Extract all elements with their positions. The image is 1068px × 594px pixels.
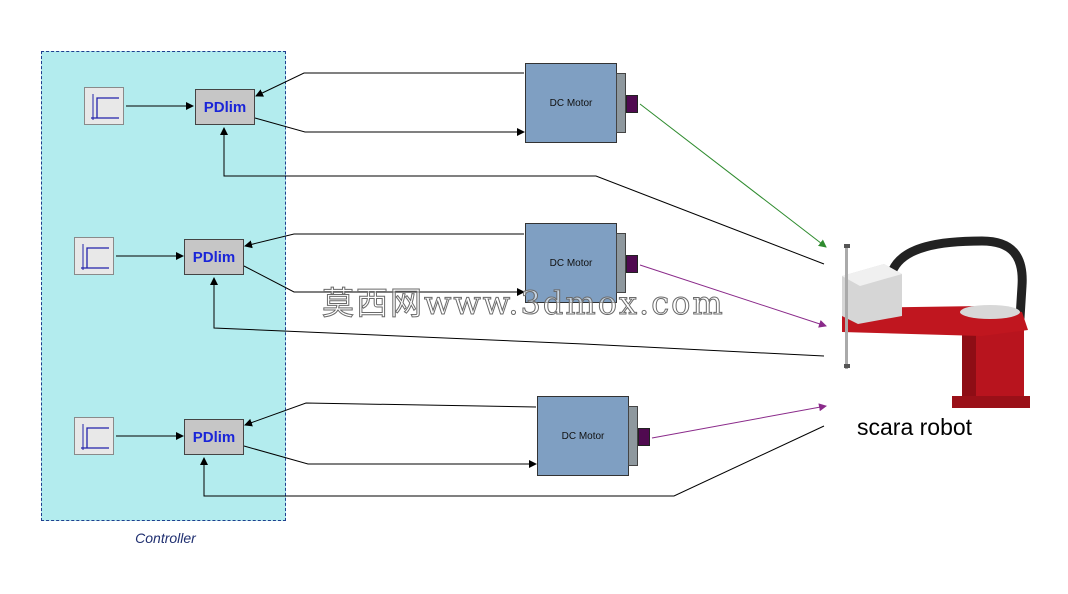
wire-robot-pd2 — [210, 277, 825, 357]
step-source-icon[interactable] — [74, 417, 114, 455]
wire-motor2-pd2 — [244, 233, 524, 249]
pdlim-block-3[interactable]: PDlim — [184, 419, 244, 455]
step-waveform-icon — [91, 94, 119, 120]
motor-flange — [616, 233, 626, 293]
scara-robot-icon[interactable] — [832, 236, 1032, 416]
motor-shaft — [626, 95, 638, 113]
wire-pd3-motor3 — [243, 445, 537, 468]
motor-body: DC Motor — [525, 223, 617, 303]
wire-robot-pd3 — [200, 425, 825, 497]
wire-motor3-pd3 — [244, 402, 537, 427]
motor-body: DC Motor — [537, 396, 629, 476]
wire-motor2-robot — [639, 264, 827, 328]
step-source-icon[interactable] — [74, 237, 114, 275]
wire-robot-pd1 — [220, 127, 825, 265]
step-waveform-icon — [81, 244, 109, 270]
pdlim-block-1[interactable]: PDlim — [195, 89, 255, 125]
pdlim-block-2[interactable]: PDlim — [184, 239, 244, 275]
step-waveform-icon — [81, 424, 109, 450]
wire-motor1-robot — [639, 103, 827, 248]
motor-body: DC Motor — [525, 63, 617, 143]
scara-robot-label: scara robot — [857, 414, 973, 440]
motor-flange — [616, 73, 626, 133]
motor-shaft — [638, 428, 650, 446]
wire-motor3-robot — [651, 403, 827, 439]
wire-motor1-pd1 — [255, 72, 524, 97]
motor-flange — [628, 406, 638, 466]
wire-pd1-motor1 — [254, 117, 525, 136]
step-source-icon[interactable] — [84, 87, 124, 125]
wire-pd2-motor2 — [243, 265, 525, 296]
controller-label: Controller — [135, 530, 196, 546]
motor-shaft — [626, 255, 638, 273]
